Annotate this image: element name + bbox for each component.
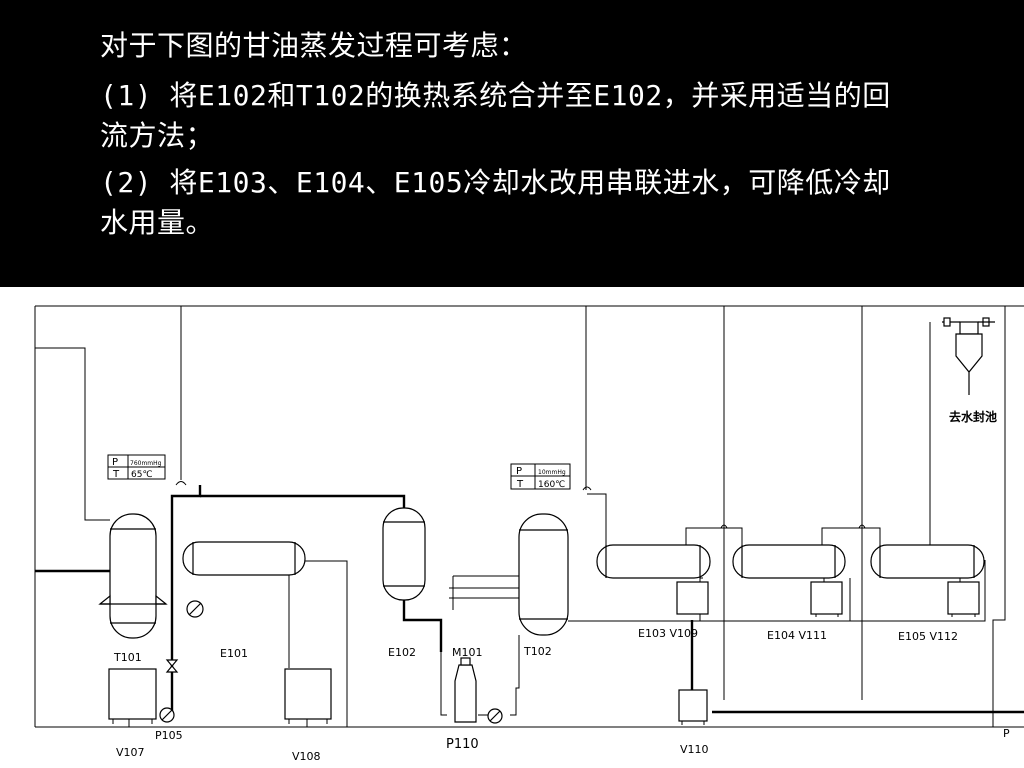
e104-exchanger — [732, 544, 846, 579]
label-m101: M101 — [452, 646, 483, 659]
label-v108: V108 — [292, 750, 321, 763]
v107-tank — [108, 668, 157, 720]
line-jumps — [175, 481, 866, 529]
label-p110: P110 — [446, 737, 479, 752]
gauge-t101-t-value: 65℃ — [131, 470, 153, 480]
e103-exchanger — [596, 544, 711, 579]
label-e102: E102 — [388, 646, 416, 659]
label-v107: V107 — [116, 746, 145, 759]
label-e104-v111: E104 V111 — [767, 629, 827, 642]
t101-skirt-left — [98, 594, 111, 605]
item-2-line-2: 水用量。 — [100, 206, 215, 239]
gauge-t102-p-label: P — [516, 466, 522, 477]
gauge-t101-p-value: 760mmHg — [130, 460, 162, 467]
gauge-t101-p-label: P — [112, 457, 118, 468]
e102-vessel — [382, 507, 426, 601]
e101-exchanger — [182, 541, 306, 576]
label-e101: E101 — [220, 647, 248, 660]
e105-exchanger — [870, 544, 985, 579]
item-1-line-1: (1) 将E102和T102的换热系统合并至E102，并采用适当的回 — [100, 79, 891, 112]
text-panel: 对于下图的甘油蒸发过程可考虑： (1) 将E102和T102的换热系统合并至E1… — [0, 0, 1024, 287]
label-t102: T102 — [523, 645, 552, 658]
label-e103-v109: E103 V109 — [638, 627, 698, 640]
equipment — [98, 317, 995, 723]
gauge-t102-p-value: 10mmHg — [538, 469, 566, 476]
slide-title: 对于下图的甘油蒸发过程可考虑： — [100, 29, 528, 62]
label-e105-v112: E105 V112 — [898, 630, 958, 643]
label-v110: V110 — [680, 743, 709, 756]
v110-tank — [678, 689, 708, 722]
label-to-water-seal: 去水封池 — [949, 409, 997, 424]
v112-tank — [947, 581, 980, 615]
process-flow-diagram: P 760mmHg T 65℃ P 10mmHg T 160℃ T101 E10… — [0, 287, 1024, 768]
item-2-line-1: (2) 将E103、E104、E105冷却水改用串联进水，可降低冷却 — [100, 166, 891, 199]
piping-thick — [35, 485, 1024, 714]
separator-top — [959, 321, 979, 335]
gauge-t101: P 760mmHg T 65℃ — [107, 454, 166, 480]
pumps — [159, 600, 503, 724]
label-p-right: P — [1003, 727, 1010, 740]
item-1-line-2: 流方法； — [100, 119, 215, 152]
m101-ejector — [454, 664, 477, 723]
equipment-labels: T101 E101 E102 M101 T102 E103 V109 E104 … — [113, 409, 1010, 763]
flowsheet-svg: P 760mmHg T 65℃ P 10mmHg T 160℃ T101 E10… — [34, 305, 1024, 763]
piping-thin — [34, 305, 1024, 728]
v109-tank — [676, 581, 709, 615]
gauge-t102: P 10mmHg T 160℃ — [510, 463, 571, 490]
t101-column — [109, 513, 157, 639]
v108-tank — [284, 668, 332, 720]
gauge-t102-t-value: 160℃ — [538, 480, 565, 490]
separator-body — [955, 333, 983, 373]
tank-feet — [112, 614, 976, 725]
v111-tank — [810, 581, 843, 615]
gauge-t101-t-label: T — [112, 469, 120, 480]
t101-skirt-right — [155, 594, 168, 605]
label-p105: P105 — [155, 729, 183, 742]
valve-icon — [165, 659, 179, 673]
label-t101: T101 — [113, 651, 142, 664]
t102-column — [518, 513, 569, 636]
gauge-t102-t-label: T — [516, 479, 524, 490]
